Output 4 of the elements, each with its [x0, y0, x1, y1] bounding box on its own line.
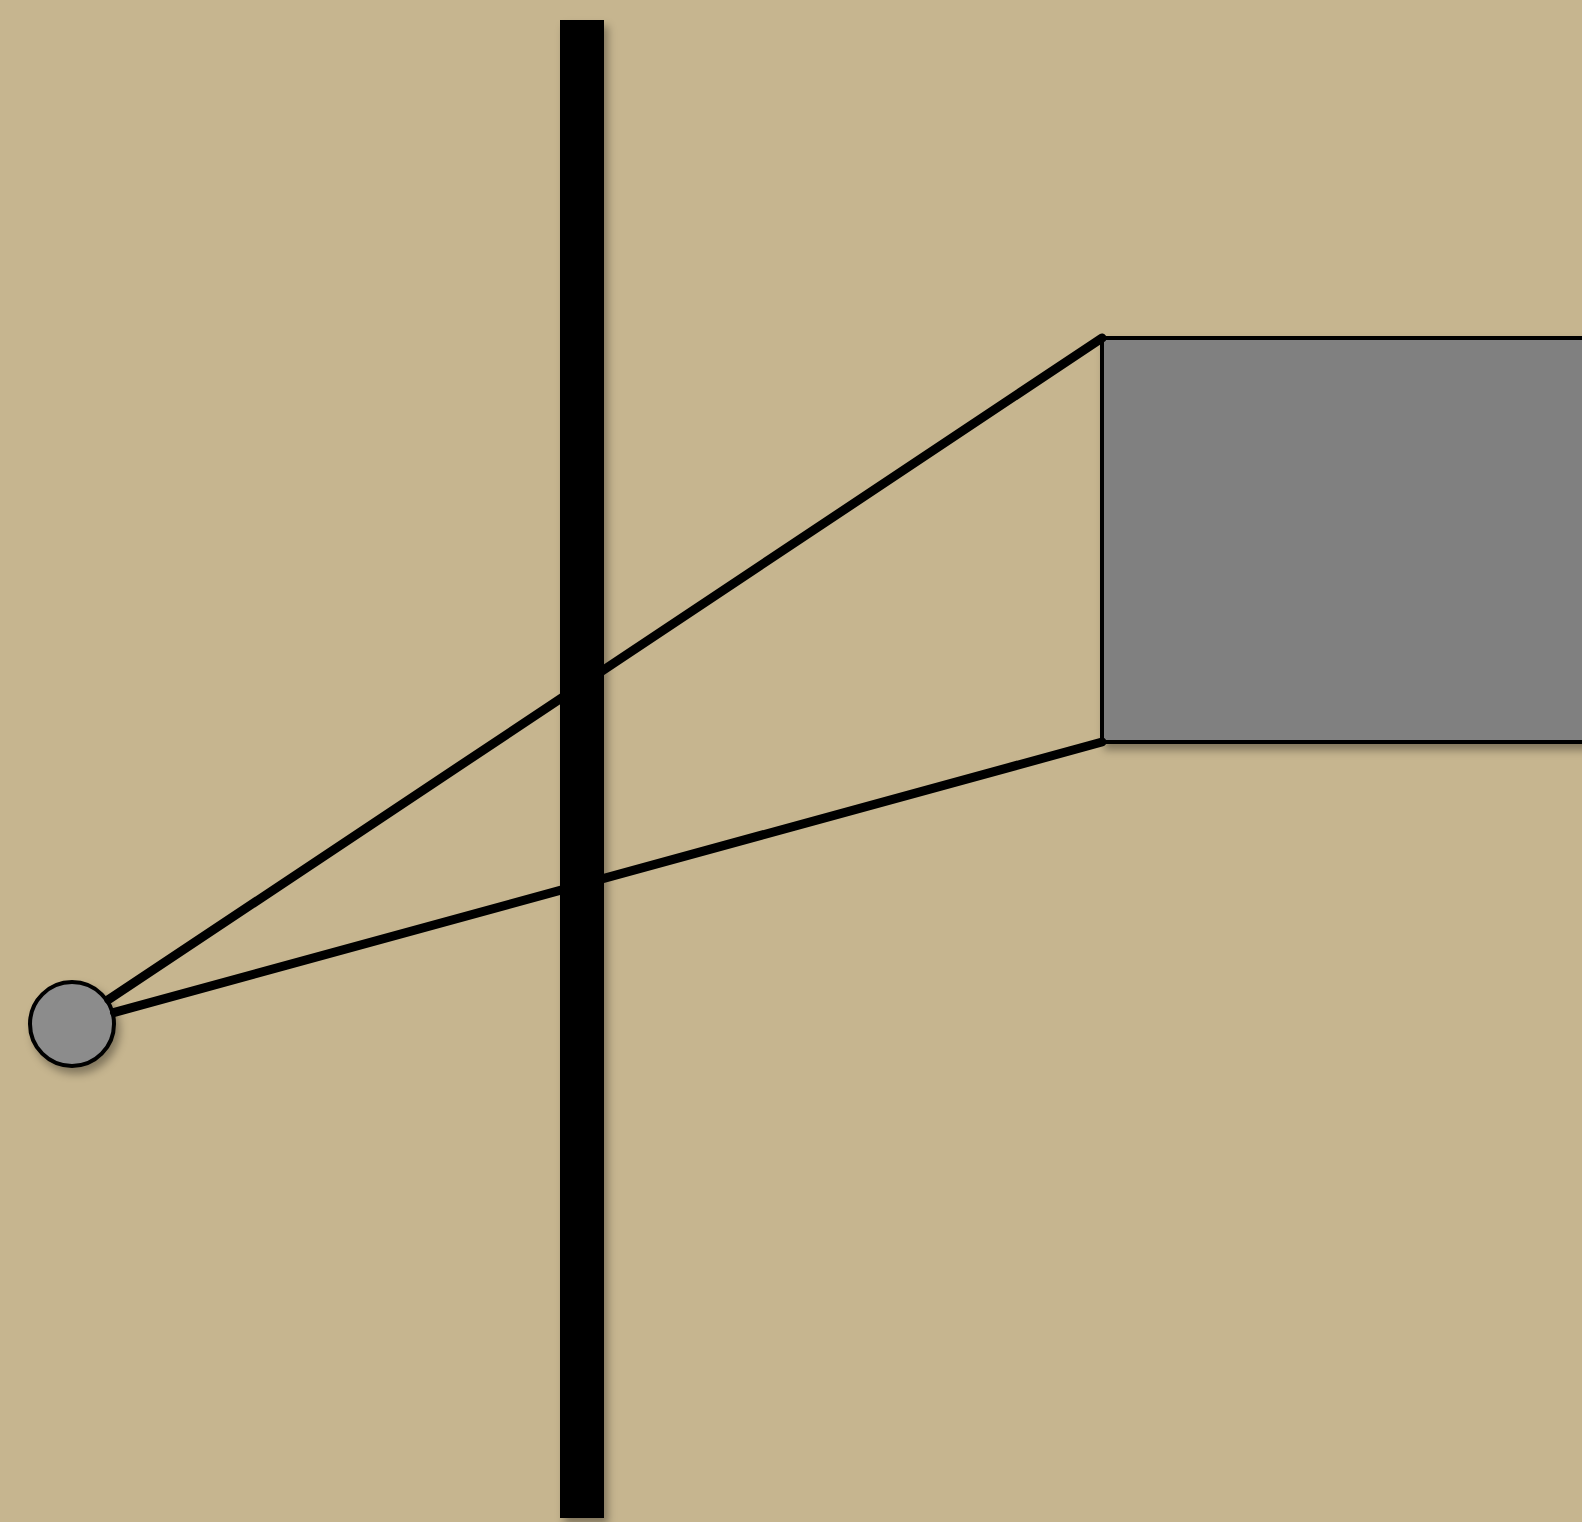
object-rectangle: [1100, 336, 1582, 744]
sight-line: [109, 737, 1107, 1017]
viewpoint-dot: [28, 980, 116, 1068]
sight-line: [104, 333, 1107, 1005]
